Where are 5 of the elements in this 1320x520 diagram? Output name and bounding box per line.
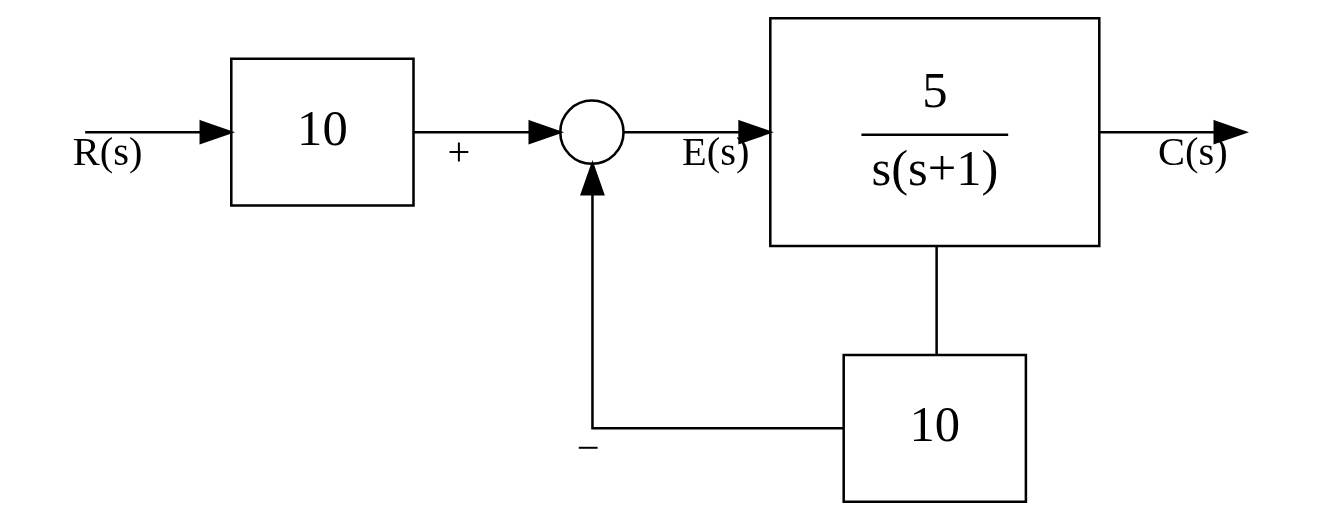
edge-label: C(s) [1157,128,1228,174]
edge-label: R(s) [72,128,143,174]
edge-label: − [576,424,600,470]
edge-label: E(s) [682,128,750,174]
edge-label: + [447,128,471,174]
